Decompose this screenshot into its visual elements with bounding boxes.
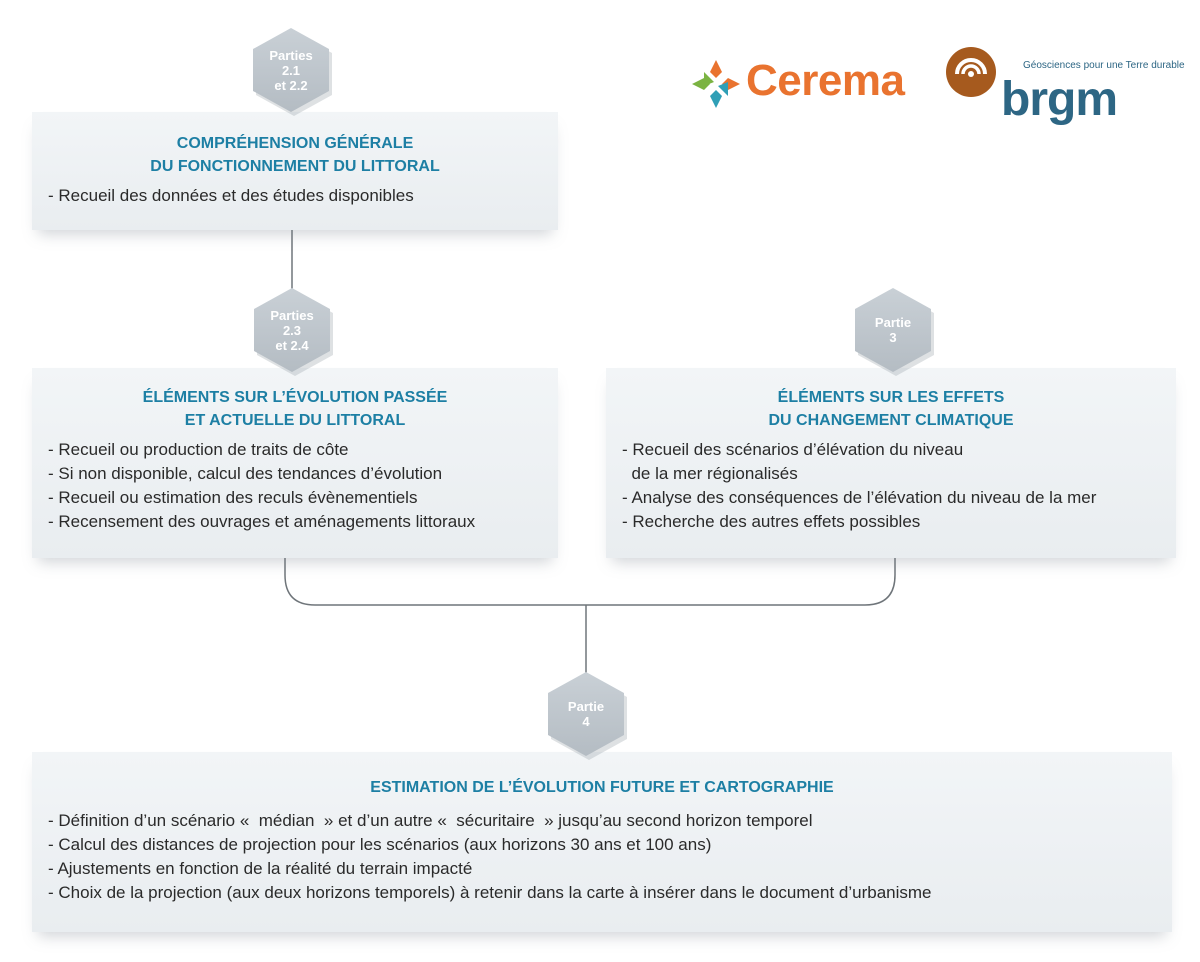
step-box-evolution-passee: ÉLÉMENTS SUR L’ÉVOLUTION PASSÉE ET ACTUE…	[32, 368, 558, 558]
step-title-line: COMPRÉHENSION GÉNÉRALE	[176, 135, 414, 152]
badge-partie-3: Partie 3	[855, 288, 931, 372]
list-item: - Recueil des scénarios d’élévation du n…	[622, 440, 964, 459]
list-item: - Recueil ou production de traits de côt…	[48, 440, 349, 459]
list-item: - Recueil des données et des études disp…	[48, 186, 414, 205]
list-item: de la mer régionalisés	[622, 464, 798, 483]
badge-partie-4: Partie 4	[548, 672, 624, 756]
badge-label: et 2.4	[275, 337, 309, 353]
connector-merge	[284, 556, 896, 606]
badge-label: Parties	[270, 307, 314, 323]
step-box-comprehension: COMPRÉHENSION GÉNÉRALE DU FONCTIONNEMENT…	[32, 112, 558, 230]
step-box-estimation-future: ESTIMATION DE L’ÉVOLUTION FUTURE ET CART…	[32, 752, 1172, 932]
step-box-changement-climatique: ÉLÉMENTS SUR LES EFFETS DU CHANGEMENT CL…	[606, 368, 1176, 558]
brgm-tagline: Géosciences pour une Terre durable	[1023, 60, 1185, 71]
cerema-logo: Cerema	[690, 56, 910, 112]
list-item: - Recherche des autres effets possibles	[622, 512, 921, 531]
badge-label: et 2.2	[274, 77, 308, 93]
brgm-wordmark: brgm	[1001, 73, 1118, 126]
cerema-emblem-icon	[692, 60, 740, 108]
step-title: ÉLÉMENTS SUR L’ÉVOLUTION PASSÉE ET ACTUE…	[32, 386, 558, 432]
badge-label: Partie	[874, 315, 912, 330]
step-title: ESTIMATION DE L’ÉVOLUTION FUTURE ET CART…	[32, 776, 1172, 799]
step-items: - Recueil des scénarios d’élévation du n…	[606, 438, 1176, 534]
list-item: - Recueil ou estimation des reculs évène…	[48, 488, 418, 507]
list-item: - Choix de la projection (aux deux horiz…	[48, 883, 932, 902]
step-items: - Recueil ou production de traits de côt…	[32, 438, 558, 534]
step-title: ÉLÉMENTS SUR LES EFFETS DU CHANGEMENT CL…	[606, 386, 1176, 432]
badge-label: 3	[889, 330, 897, 345]
badge-label: Partie	[567, 699, 605, 714]
list-item: - Calcul des distances de projection pou…	[48, 835, 712, 854]
step-items: - Recueil des données et des études disp…	[32, 184, 558, 208]
badge-label: 2.3	[282, 322, 302, 338]
list-item: - Définition d’un scénario « médian » et…	[48, 811, 813, 830]
list-item: - Ajustements en fonction de la réalité …	[48, 859, 473, 878]
list-item: - Recensement des ouvrages et aménagemen…	[48, 512, 476, 531]
list-item: - Analyse des conséquences de l’élévatio…	[622, 488, 1097, 507]
badge-label: Parties	[269, 47, 313, 63]
badge-label: 4	[582, 714, 590, 729]
step-items: - Définition d’un scénario « médian » et…	[32, 809, 1172, 905]
step-title: COMPRÉHENSION GÉNÉRALE DU FONCTIONNEMENT…	[32, 132, 558, 178]
step-title-line: ÉLÉMENTS SUR L’ÉVOLUTION PASSÉE	[142, 389, 448, 406]
step-title-line: DU FONCTIONNEMENT DU LITTORAL	[150, 158, 440, 175]
step-title-line: ÉLÉMENTS SUR LES EFFETS	[777, 389, 1005, 406]
cerema-wordmark: Cerema	[746, 56, 905, 105]
brgm-emblem-icon	[946, 47, 996, 97]
step-title-line: ESTIMATION DE L’ÉVOLUTION FUTURE ET CART…	[370, 779, 834, 796]
step-title-line: DU CHANGEMENT CLIMATIQUE	[768, 412, 1014, 429]
badge-label: 2.1	[281, 62, 301, 78]
brgm-logo: Géosciences pour une Terre durable brgm	[945, 44, 1185, 134]
list-item: - Si non disponible, calcul des tendance…	[48, 464, 443, 483]
step-title-line: ET ACTUELLE DU LITTORAL	[184, 412, 406, 429]
